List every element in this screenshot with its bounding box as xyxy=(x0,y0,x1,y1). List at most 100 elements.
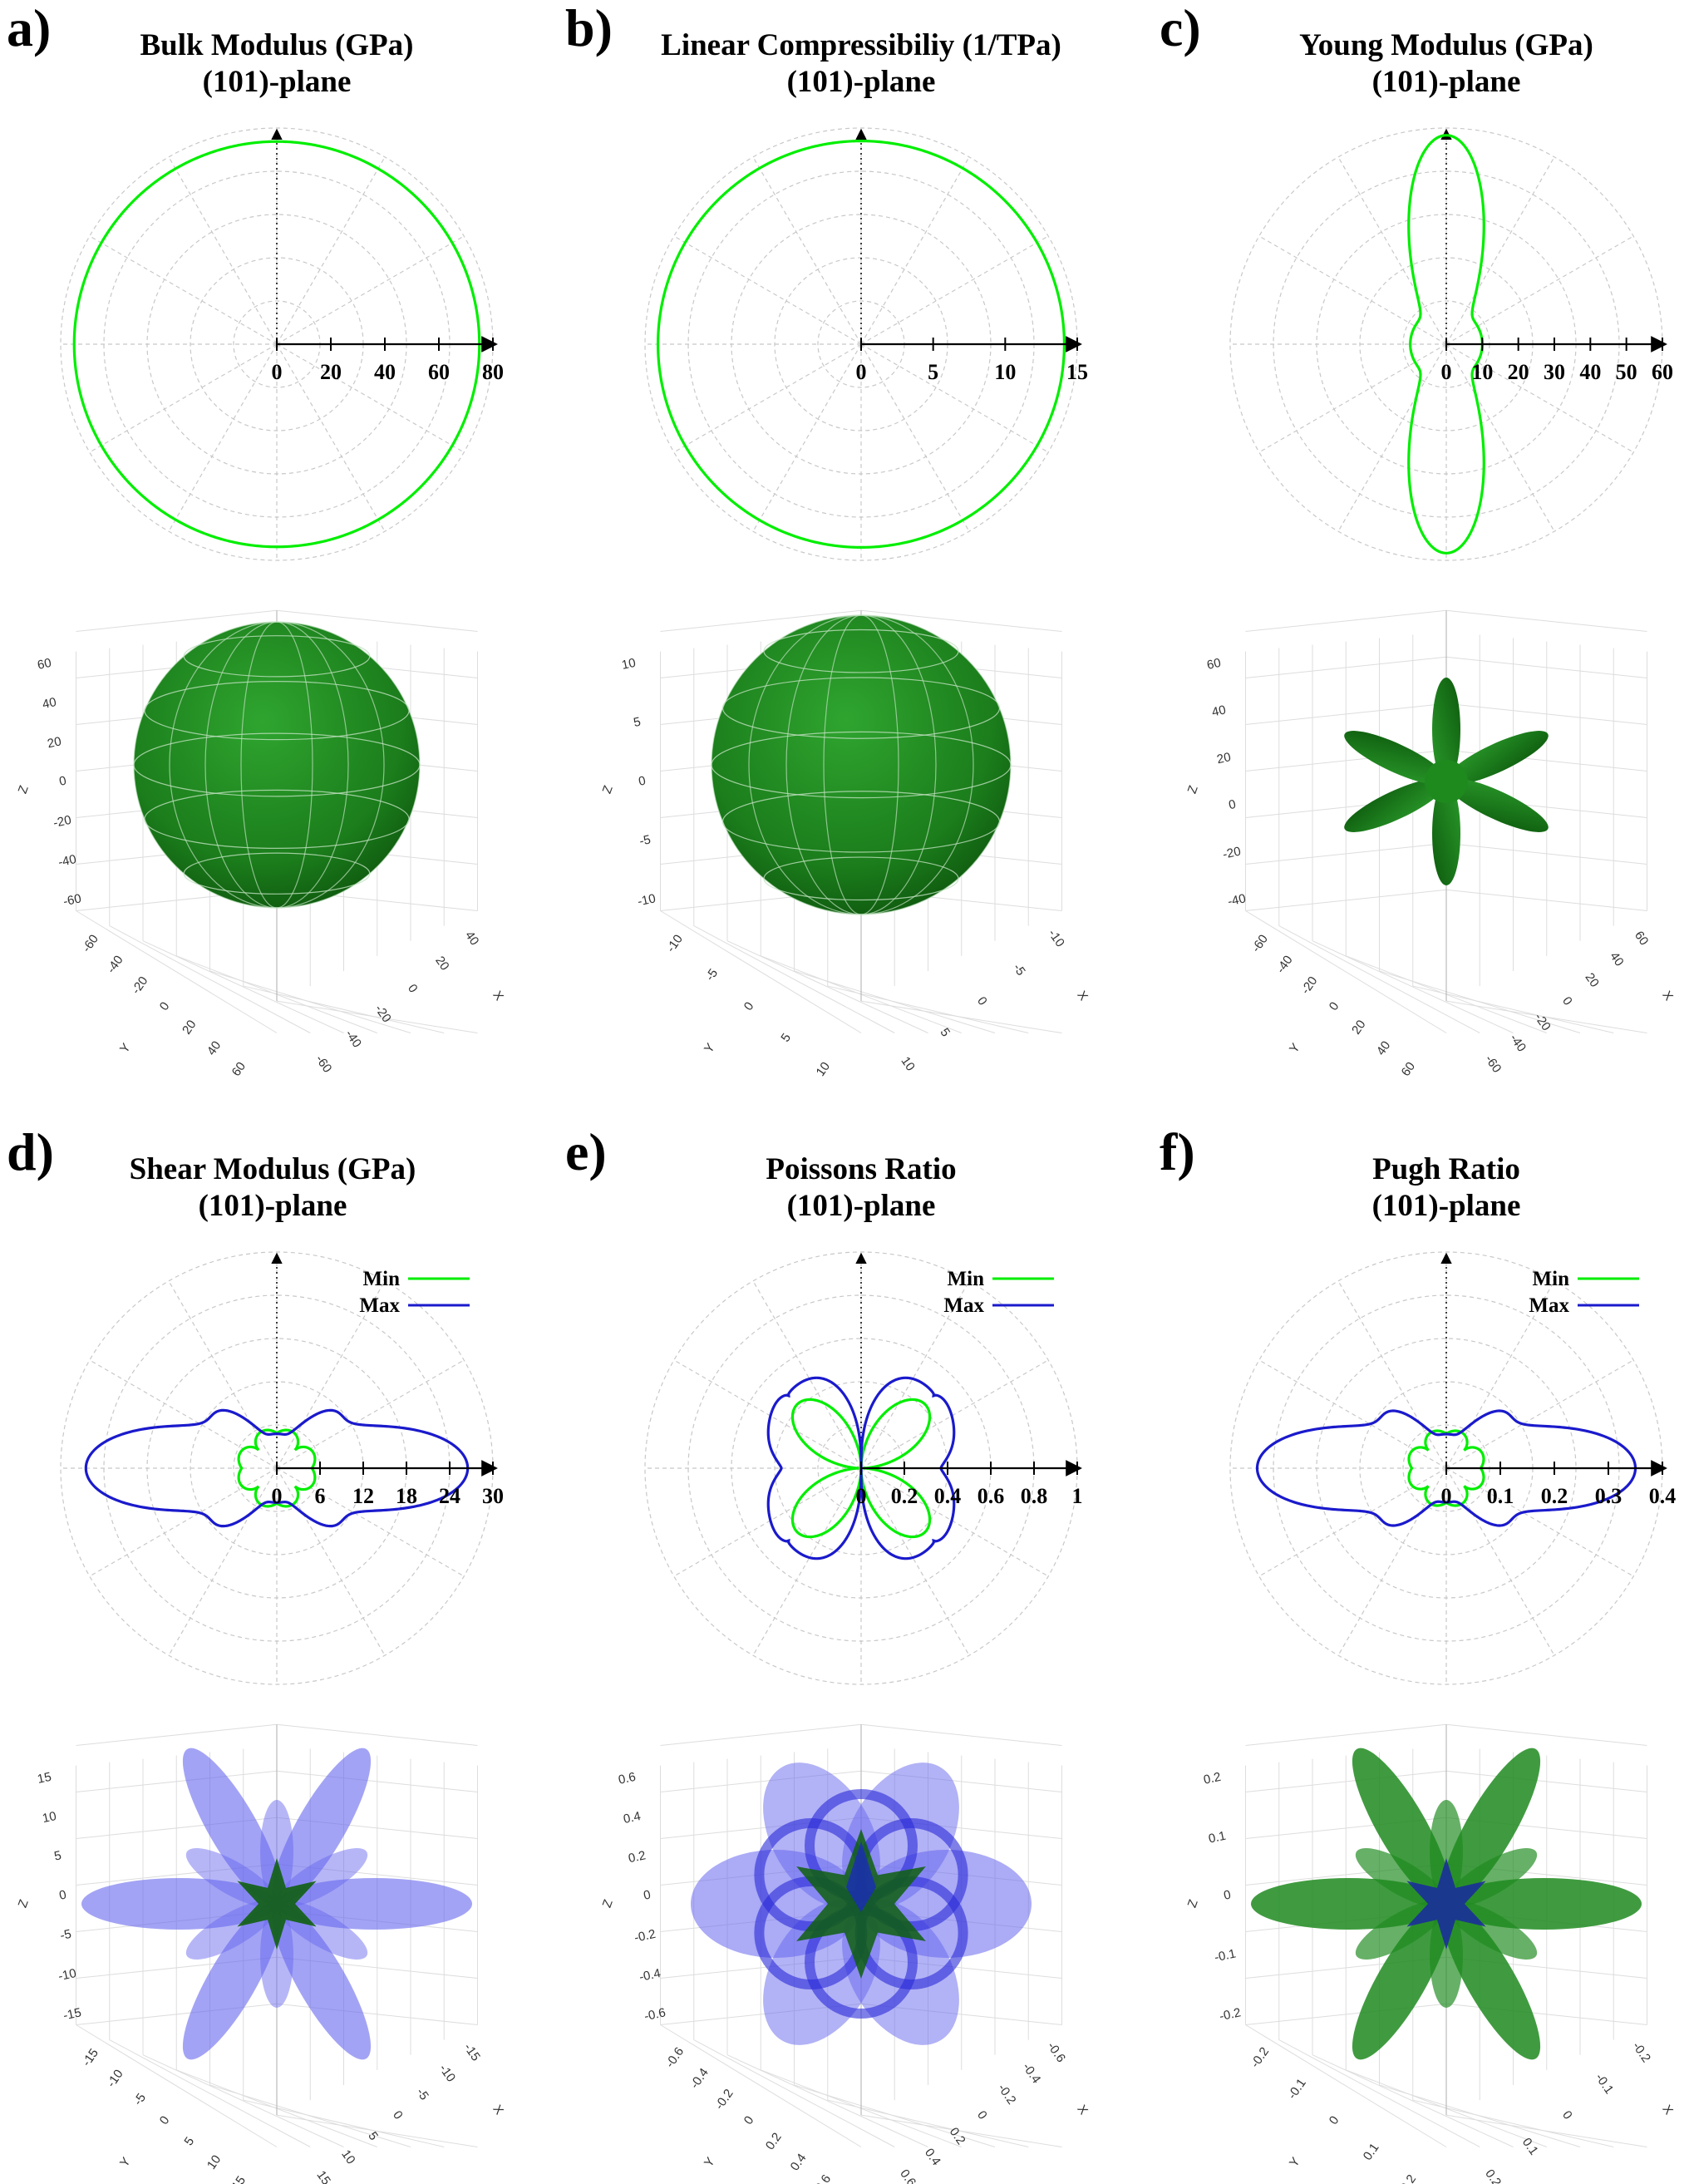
chart-subtitle: (101)-plane xyxy=(787,65,936,99)
grid-spoke xyxy=(1445,343,1634,453)
box-grid-line xyxy=(860,2114,1062,2147)
x-axis-label: X xyxy=(490,988,506,1003)
y-tick-label: -20 xyxy=(129,974,150,998)
series-curve xyxy=(656,139,1066,550)
y-tick-label: 0 xyxy=(741,2113,757,2127)
x-tick-label: -20 xyxy=(1532,1011,1554,1034)
panel-letter: f) xyxy=(1160,1122,1195,1181)
x-tick-label: -0.1 xyxy=(1593,2071,1617,2097)
grid-spoke xyxy=(168,1467,278,1656)
chart-subtitle: (101)-plane xyxy=(787,1189,936,1223)
box-grid-line xyxy=(243,985,445,1033)
box-grid-line xyxy=(1278,925,1480,1033)
series-curve xyxy=(72,140,481,549)
z-tick-label: -20 xyxy=(52,813,73,831)
z-tick-label: 60 xyxy=(1205,656,1222,673)
tick-label: 0 xyxy=(1441,360,1452,384)
grid-spoke xyxy=(1258,1359,1447,1469)
z-tick-label: 20 xyxy=(46,734,62,751)
z-tick-label: -10 xyxy=(637,891,657,909)
box-grid-line xyxy=(1412,985,1614,1033)
panel-b: b) Linear Compressibiliy (1/TPa) (101)-p… xyxy=(565,0,1091,1079)
box-grid-line xyxy=(276,609,478,632)
grid-spoke xyxy=(673,343,862,453)
box-grid-line xyxy=(76,609,278,632)
y-tick-label: -15 xyxy=(80,2046,101,2069)
grid-spoke xyxy=(276,343,465,453)
box-grid-line xyxy=(1445,1770,1647,1792)
box-grid-line xyxy=(1412,2099,1614,2147)
z-tick-label: 15 xyxy=(36,1770,52,1787)
grid-spoke xyxy=(860,343,970,532)
box-grid-line xyxy=(1278,2039,1480,2147)
x-tick-label: 0 xyxy=(390,2108,406,2122)
z-tick-label: -0.6 xyxy=(643,2005,667,2024)
x-tick-label: 0.1 xyxy=(1519,2136,1541,2158)
box-grid-line xyxy=(1245,609,1447,632)
grid-spoke xyxy=(168,1280,278,1469)
box-grid-line xyxy=(693,925,895,1033)
tick-label: 0 xyxy=(272,1484,283,1508)
grid-spoke xyxy=(860,1467,970,1656)
x-tick-label: 10 xyxy=(898,1054,917,1073)
z-axis-label: Z xyxy=(1185,1897,1201,1909)
y-tick-label: 0.2 xyxy=(1397,2172,1419,2184)
chart-title: Shear Modulus (GPa) xyxy=(130,1152,416,1186)
z-tick-label: 0.2 xyxy=(1202,1770,1222,1787)
z-tick-label: -5 xyxy=(638,832,652,848)
box-grid-line xyxy=(827,2099,1029,2147)
grid-spoke xyxy=(860,1359,1049,1469)
surface-lobe xyxy=(1344,731,1447,785)
grid-spoke xyxy=(276,1280,386,1469)
grid-spoke xyxy=(276,235,465,345)
z-tick-label: 5 xyxy=(633,715,643,730)
surface-core xyxy=(1425,760,1468,803)
y-tick-label: -5 xyxy=(703,966,721,984)
grid-spoke xyxy=(752,343,862,532)
box-grid-line xyxy=(1245,889,1447,911)
tick-label: 60 xyxy=(1652,360,1673,384)
chart-title: Poissons Ratio xyxy=(766,1152,956,1186)
box-grid-line xyxy=(860,1723,1062,1746)
sphere-surface xyxy=(712,615,1011,915)
x-tick-label: 0.4 xyxy=(922,2146,943,2168)
y-axis-label: Y xyxy=(702,1041,718,1056)
legend-label: Min xyxy=(948,1268,985,1290)
surface-lobe xyxy=(1445,778,1549,832)
tick-label: 12 xyxy=(352,1484,374,1508)
surface-lobe xyxy=(272,1902,372,2060)
grid-spoke xyxy=(860,156,970,345)
grid-spoke xyxy=(276,343,386,532)
x-tick-label: 0 xyxy=(974,994,990,1008)
z-tick-label: -0.2 xyxy=(633,1927,657,1945)
tick-label: 0.3 xyxy=(1595,1484,1623,1508)
grid-spoke xyxy=(1258,343,1447,453)
x-tick-label: -0.6 xyxy=(1044,2039,1068,2065)
y-tick-label: 10 xyxy=(814,1059,833,1078)
chart-subtitle: (101)-plane xyxy=(203,65,352,99)
x-tick-label: -0.4 xyxy=(1020,2060,1044,2086)
tick-label: 0.2 xyxy=(1541,1484,1568,1508)
y-tick-label: 0.6 xyxy=(812,2172,834,2184)
panel-letter: d) xyxy=(7,1122,54,1181)
z-axis-label: Z xyxy=(600,1897,616,1909)
z-tick-label: 0 xyxy=(58,1888,68,1903)
series-curve xyxy=(1407,134,1485,555)
y-tick-label: 0 xyxy=(157,999,173,1013)
box-grid-line xyxy=(1245,1770,1447,1792)
x-tick-label: -60 xyxy=(1482,1053,1504,1076)
y-tick-label: 40 xyxy=(1374,1038,1393,1057)
x-tick-label: 0.2 xyxy=(1482,2167,1504,2184)
z-tick-label: -15 xyxy=(62,2005,83,2023)
x-axis-label: X xyxy=(1659,988,1676,1003)
surface-plot-3d: 0.60.40.20-0.2-0.4-0.6Z-0.6-0.4-0.200.20… xyxy=(600,1723,1091,2184)
x-tick-label: -0.2 xyxy=(995,2082,1019,2108)
z-tick-label: -5 xyxy=(59,1927,73,1943)
y-tick-label: 5 xyxy=(181,2134,197,2148)
surface-lobe xyxy=(1432,678,1460,781)
surface-lobe xyxy=(277,1878,472,1930)
box-grid-line xyxy=(660,910,862,1033)
